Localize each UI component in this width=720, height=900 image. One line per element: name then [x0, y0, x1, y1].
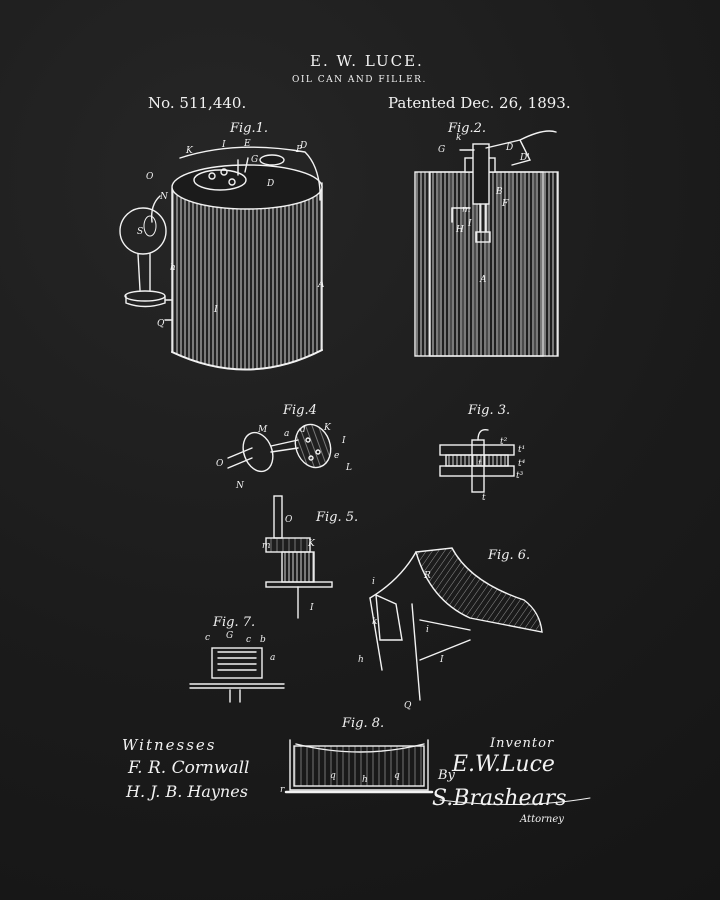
inventor-label: Inventor	[490, 736, 555, 751]
svg-text:Q: Q	[157, 319, 165, 329]
attorney-label: Attorney	[520, 814, 564, 825]
svg-text:e: e	[334, 451, 339, 461]
svg-text:c: c	[205, 633, 210, 643]
attorney-signature: S.Brashears	[432, 786, 567, 811]
svg-text:S: S	[137, 227, 143, 237]
witnesses-label: Witnesses	[122, 736, 217, 754]
svg-text:b: b	[260, 635, 266, 645]
svg-text:m: m	[262, 541, 271, 551]
svg-text:k: k	[372, 617, 377, 627]
svg-text:P: P	[295, 145, 303, 155]
svg-text:B: B	[495, 187, 503, 197]
svg-text:c: c	[246, 635, 251, 645]
patent-date: Patented Dec. 26, 1893.	[388, 94, 571, 112]
fig5-reference-letters: Om K I	[262, 515, 316, 613]
svg-text:t: t	[482, 493, 486, 503]
svg-text:R: R	[423, 571, 431, 581]
svg-text:L: L	[345, 463, 352, 473]
witness-2-signature: H. J. B. Haynes	[126, 782, 248, 801]
svg-text:I: I	[309, 603, 314, 613]
svg-text:A: A	[479, 275, 487, 285]
by-label: By	[438, 768, 455, 783]
svg-text:Q: Q	[404, 701, 412, 711]
svg-text:h: h	[170, 263, 176, 273]
svg-text:I: I	[439, 655, 444, 665]
svg-text:O: O	[285, 515, 293, 525]
fig3-label: Fig. 3.	[468, 403, 511, 418]
svg-text:q: q	[330, 771, 336, 781]
svg-text:r: r	[280, 785, 285, 795]
fig5-label: Fig. 5.	[316, 510, 359, 525]
fig6-funnel-drawing	[369, 547, 543, 701]
svg-text:G: G	[438, 145, 445, 155]
svg-text:H: H	[455, 225, 464, 235]
attorney-signature-flourish	[439, 797, 591, 806]
svg-text:K: K	[307, 539, 316, 549]
svg-text:D: D	[505, 143, 513, 153]
fig3-coupling-drawing	[439, 429, 515, 493]
svg-text:E: E	[243, 139, 251, 149]
fig2-can-side-drawing	[414, 130, 559, 357]
fig3-reference-letters: t² t¹ t⁴ t t³ t	[478, 437, 526, 503]
fig7-label: Fig. 7.	[213, 615, 256, 630]
svg-text:h: h	[358, 655, 364, 665]
fig8-reference-letters: q h q r	[280, 771, 400, 795]
svg-text:i: i	[372, 577, 375, 587]
svg-text:t: t	[478, 459, 482, 469]
fig6-reference-letters: Ri k i h I Q	[358, 571, 444, 711]
fig1-oil-can-drawing	[119, 146, 323, 371]
svg-text:M: M	[257, 425, 268, 435]
fig8-label: Fig. 8.	[342, 716, 385, 731]
fig7-threaded-cap-drawing	[189, 647, 285, 703]
svg-text:O: O	[216, 459, 224, 469]
svg-text:I: I	[213, 305, 218, 315]
svg-text:I: I	[467, 219, 472, 229]
svg-text:N: N	[159, 192, 169, 202]
inventor-signature: E.W.Luce	[452, 752, 555, 777]
fig4-valve-drawing	[227, 423, 332, 473]
svg-text:N: N	[235, 481, 245, 491]
svg-text:D': D'	[519, 153, 530, 163]
svg-text:K: K	[185, 146, 194, 156]
fig2-label: Fig.2.	[448, 121, 487, 136]
svg-text:a: a	[284, 429, 289, 439]
fig8-strainer-drawing	[284, 739, 434, 794]
fig6-label: Fig. 6.	[488, 548, 531, 563]
svg-text:h: h	[362, 775, 368, 785]
svg-text:t⁴: t⁴	[518, 459, 526, 469]
fig2-reference-letters: GkD D' BF mHI A	[438, 133, 530, 285]
svg-text:i: i	[426, 625, 429, 635]
inventor-heading: E. W. LUCE.	[310, 52, 424, 70]
svg-text:G: G	[251, 155, 258, 165]
fig1-reference-letters: K I E G P O N D D ShQ A I	[137, 139, 325, 329]
svg-text:q: q	[394, 771, 400, 781]
svg-text:a: a	[270, 653, 275, 663]
svg-text:I: I	[221, 140, 226, 150]
svg-text:A: A	[317, 280, 325, 290]
witness-1-signature: F. R. Cornwall	[128, 758, 250, 778]
patent-title: OIL CAN AND FILLER.	[292, 75, 427, 85]
fig5-spout-drawing	[265, 495, 333, 619]
patent-number: No. 511,440.	[148, 94, 247, 112]
fig4-label: Fig.4	[283, 403, 317, 418]
svg-text:t²: t²	[500, 437, 508, 447]
svg-text:t³: t³	[516, 471, 524, 481]
svg-text:D: D	[266, 179, 274, 189]
svg-text:G: G	[226, 631, 233, 641]
svg-text:t¹: t¹	[518, 445, 525, 455]
fig1-label: Fig.1.	[230, 121, 269, 136]
svg-text:D: D	[299, 141, 307, 151]
svg-text:F: F	[501, 199, 509, 209]
svg-text:k: k	[456, 133, 461, 143]
svg-text:O: O	[146, 172, 154, 182]
svg-text:K: K	[323, 423, 332, 433]
svg-text:I: I	[341, 436, 346, 446]
svg-text:m: m	[462, 205, 471, 215]
svg-text:d: d	[300, 425, 306, 435]
